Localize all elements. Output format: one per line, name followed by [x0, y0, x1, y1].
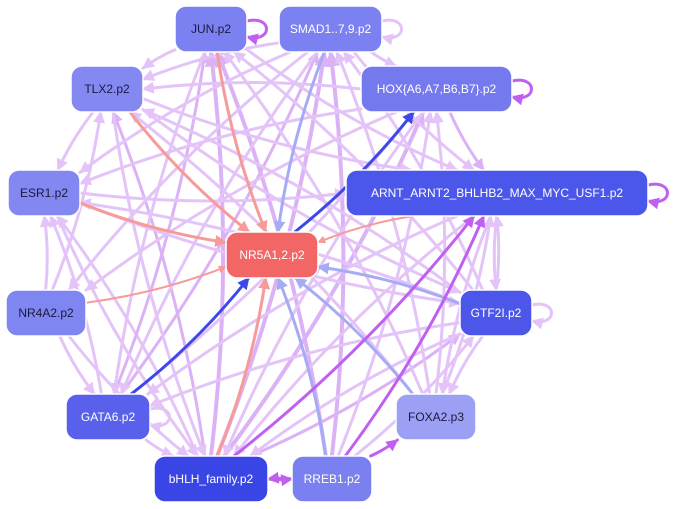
edge-nr4a2-to-esr1 — [39, 214, 52, 292]
edge-nr4a2-to-nr5a — [85, 265, 227, 304]
node-box — [70, 65, 144, 113]
edge-rreb1-to-nr5a — [276, 276, 328, 458]
node-hox[interactable]: HOX{A6,A7,B6,B7}.p2 — [360, 65, 513, 113]
edge-hox-to-tlx2 — [141, 80, 363, 94]
node-nr4a2[interactable]: NR4A2.p2 — [5, 289, 87, 337]
edge-gtf2i-to-foxa2 — [447, 334, 485, 396]
edge-smad-to-esr1 — [78, 50, 292, 174]
node-box — [7, 169, 81, 217]
node-label: ARNT_ARNT2_BHLHB2_MAX_MYC_USF1.p2 — [371, 186, 623, 200]
edge-bhlh-to-hox — [222, 110, 426, 458]
edge-jun-to-arnt — [245, 48, 459, 172]
edge-hox-to-bhlh — [222, 110, 425, 458]
edge-smad-to-nr5a — [273, 50, 326, 234]
node-label: bHLH_family.p2 — [169, 472, 254, 486]
node-box — [225, 231, 319, 279]
edge-gtf2i-to-bhlh — [249, 332, 462, 458]
edge-jun-to-gata6 — [109, 50, 207, 396]
edge-gata6-to-nr5a — [129, 276, 251, 396]
node-box — [5, 289, 87, 337]
edge-hox-to-esr1 — [78, 107, 363, 186]
node-box — [153, 455, 269, 503]
edge-rreb1-to-smad — [324, 50, 346, 458]
self-loop-gtf2i — [530, 302, 553, 330]
node-label: ESR1.p2 — [20, 186, 68, 200]
node-label: GATA6.p2 — [81, 410, 136, 424]
edge-tlx2-to-esr1 — [56, 110, 95, 172]
node-box — [174, 5, 248, 53]
node-gtf2i[interactable]: GTF2I.p2 — [459, 289, 533, 337]
node-box — [360, 65, 513, 113]
edge-esr1-to-nr5a — [78, 201, 228, 247]
node-bhlh[interactable]: bHLH_family.p2 — [153, 455, 269, 503]
node-tlx2[interactable]: TLX2.p2 — [70, 65, 144, 113]
edge-tlx2-to-bhlh — [111, 110, 207, 458]
edge-arnt-to-nr5a — [317, 215, 415, 244]
node-esr1[interactable]: ESR1.p2 — [7, 169, 81, 217]
node-box — [345, 169, 649, 217]
node-label: TLX2.p2 — [84, 82, 130, 96]
edge-tlx2-to-arnt — [141, 97, 413, 175]
edge-gtf2i-to-tlx2 — [141, 108, 462, 294]
self-loop-gata6 — [148, 406, 171, 434]
edge-rreb1-to-foxa2 — [369, 438, 399, 458]
node-foxa2[interactable]: FOXA2.p3 — [395, 393, 477, 441]
edge-hox-to-arnt — [448, 110, 486, 172]
edge-bhlh-to-jun — [204, 50, 226, 458]
edge-bhlh-to-tlx2 — [111, 110, 207, 458]
edge-jun-to-nr5a — [215, 50, 268, 234]
node-box — [459, 289, 533, 337]
edge-tlx2-to-gtf2i — [141, 108, 462, 294]
self-loop-jun — [245, 18, 268, 46]
edge-esr1-to-bhlh — [55, 214, 200, 458]
node-label: HOX{A6,A7,B6,B7}.p2 — [377, 82, 497, 96]
node-arnt[interactable]: ARNT_ARNT2_BHLHB2_MAX_MYC_USF1.p2 — [345, 169, 649, 217]
node-box — [65, 393, 151, 441]
node-box — [395, 393, 477, 441]
edge-arnt-to-gtf2i — [489, 214, 501, 292]
node-label: SMAD1..7,9.p2 — [290, 22, 372, 36]
edge-arnt-to-gata6 — [146, 214, 459, 396]
edge-smad-to-hox — [369, 50, 398, 68]
node-label: FOXA2.p3 — [408, 410, 464, 424]
edge-smad-to-tlx2 — [141, 41, 281, 81]
node-jun[interactable]: JUN.p2 — [174, 5, 248, 53]
edge-tlx2-to-nr5a — [128, 110, 251, 234]
edge-bhlh-to-nr5a — [215, 276, 271, 458]
self-loop-arnt — [646, 182, 669, 210]
edge-nr4a2-to-gata6 — [58, 334, 96, 396]
node-rreb1[interactable]: RREB1.p2 — [291, 455, 373, 503]
self-loop-hox — [510, 78, 533, 106]
edge-bhlh-to-rreb1 — [266, 474, 294, 487]
edge-hox-to-nr4a2 — [84, 110, 398, 292]
edge-bhlh-to-arnt — [232, 214, 476, 458]
edge-gata6-to-bhlh — [144, 438, 175, 458]
node-smad[interactable]: SMAD1..7,9.p2 — [278, 5, 383, 53]
edge-rreb1-to-arnt — [343, 214, 486, 458]
edge-jun-to-tlx2 — [141, 48, 177, 70]
node-gata6[interactable]: GATA6.p2 — [65, 393, 151, 441]
edge-bhlh-to-esr1 — [55, 214, 200, 458]
edge-gata6-to-smad — [119, 50, 319, 396]
node-label: JUN.p2 — [191, 22, 231, 36]
node-box — [278, 5, 383, 53]
node-box — [291, 455, 373, 503]
node-label: NR4A2.p2 — [18, 306, 74, 320]
node-label: NR5A1,2.p2 — [239, 248, 305, 262]
edge-smad-to-gata6 — [119, 50, 319, 396]
node-nr5a[interactable]: NR5A1,2.p2 — [225, 231, 319, 279]
edge-rreb1-to-hox — [336, 110, 435, 458]
edge-smad-to-nr4a2 — [67, 50, 309, 292]
node-label: RREB1.p2 — [304, 472, 361, 486]
edge-arnt-to-bhlh — [232, 214, 476, 458]
self-loop-smad — [380, 18, 403, 46]
node-label: GTF2I.p2 — [471, 306, 522, 320]
edge-foxa2-to-nr5a — [293, 276, 415, 396]
